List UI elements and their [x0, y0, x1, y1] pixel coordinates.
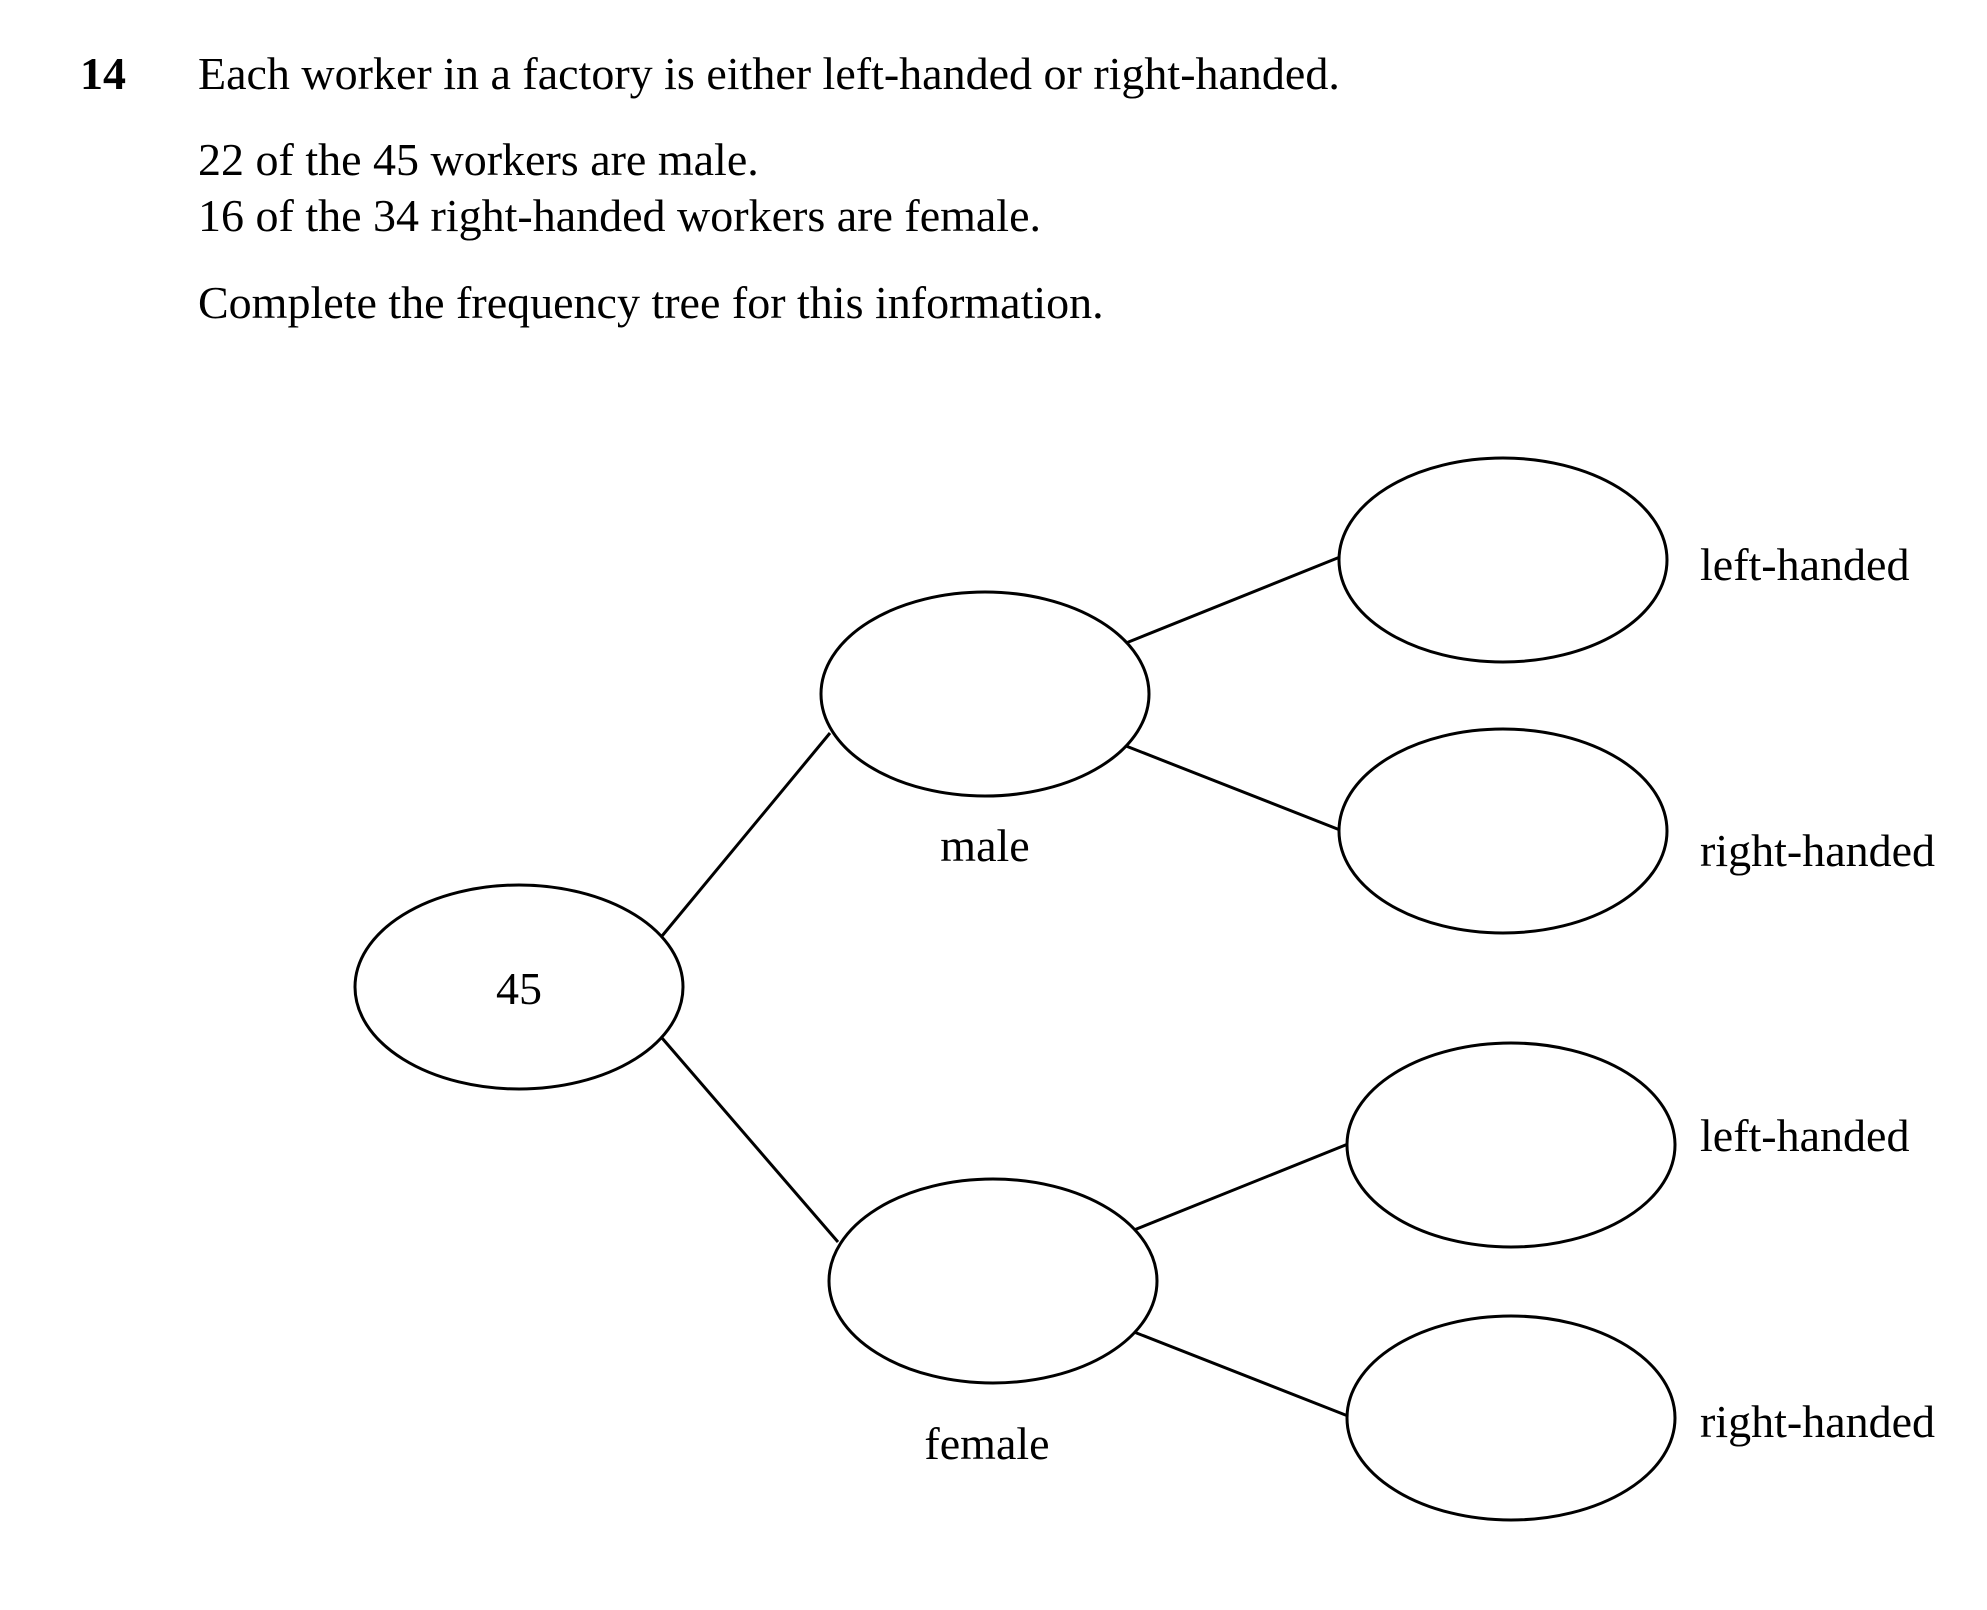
- branch-male-to-right: [1125, 744, 1341, 832]
- question-instruction: Complete the frequency tree for this inf…: [198, 277, 1104, 328]
- male-left-handed-answer-oval[interactable]: [1337, 456, 1669, 664]
- fact-female-right-handed: 16 of the 34 right-handed workers are fe…: [198, 190, 1042, 241]
- female-left-handed-answer-oval[interactable]: [1345, 1041, 1677, 1249]
- root-total-oval: [353, 883, 685, 1091]
- male-right-handed-answer-oval[interactable]: [1337, 727, 1669, 935]
- branch-root-to-male: [660, 732, 832, 937]
- female-answer-oval[interactable]: [827, 1177, 1159, 1385]
- leaf-label-male-right-handed: right-handed: [1700, 825, 1935, 876]
- branch-label-male: male: [940, 820, 1029, 871]
- branch-female-to-right: [1133, 1330, 1349, 1418]
- branch-male-to-left: [1125, 555, 1341, 645]
- branch-root-to-female: [660, 1037, 840, 1243]
- leaf-label-female-right-handed: right-handed: [1700, 1396, 1935, 1447]
- leaf-label-male-left-handed: left-handed: [1700, 539, 1909, 590]
- question-intro: Each worker in a factory is either left-…: [198, 48, 1340, 99]
- question-number: 14: [80, 48, 126, 99]
- male-answer-oval[interactable]: [819, 590, 1151, 798]
- female-right-handed-answer-oval[interactable]: [1345, 1314, 1677, 1522]
- tree-branches: [660, 555, 1349, 1418]
- fact-male-workers: 22 of the 45 workers are male.: [198, 134, 759, 185]
- root-total-value: 45: [496, 963, 542, 1014]
- branch-female-to-left: [1133, 1142, 1349, 1232]
- branch-label-female: female: [924, 1418, 1049, 1469]
- leaf-label-female-left-handed: left-handed: [1700, 1110, 1909, 1161]
